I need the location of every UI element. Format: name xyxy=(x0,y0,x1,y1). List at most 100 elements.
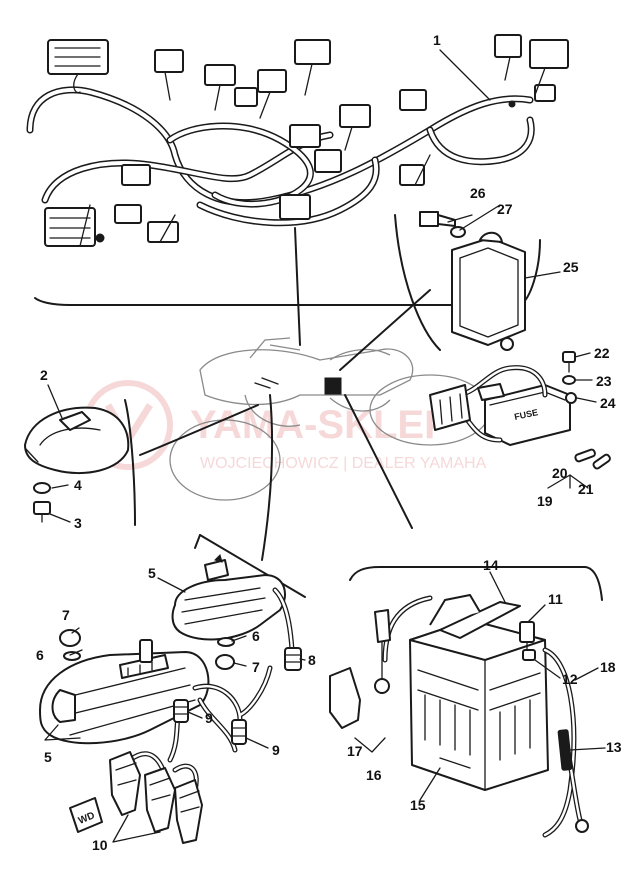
harness-connector xyxy=(289,124,321,148)
fuse-20a xyxy=(574,448,596,463)
plug-cap-9-left xyxy=(173,699,189,723)
callout-22: 22 xyxy=(594,345,610,361)
harness-connector xyxy=(154,49,184,73)
plug-cap-9-right xyxy=(231,719,247,745)
fuse-box-screw xyxy=(562,351,576,373)
coil-nut-7-right xyxy=(215,654,235,670)
fuse-holder-plug xyxy=(477,383,505,401)
rectifier-bolt xyxy=(419,211,456,227)
harness-connector xyxy=(399,89,427,111)
callout-1: 1 xyxy=(433,32,441,48)
callout-24: 24 xyxy=(600,395,616,411)
callout-12: 12 xyxy=(562,671,578,687)
callout-23: 23 xyxy=(596,373,612,389)
harness-connector xyxy=(494,34,522,58)
dealer-watermark: YAMA-SKLEP WOJCIECHOWICZ | DEALER YAMAHA xyxy=(83,380,487,472)
terminal-boot xyxy=(329,667,361,729)
callout-7-left: 7 xyxy=(62,607,70,623)
battery-terminal-bolt xyxy=(519,621,535,643)
callout-17: 17 xyxy=(347,743,363,759)
callout-5-lower: 5 xyxy=(44,749,52,765)
callout-10: 10 xyxy=(92,837,108,853)
fuse-spare xyxy=(592,453,611,470)
ground-terminal xyxy=(575,819,589,833)
horn-bracket xyxy=(124,399,136,526)
harness-connector xyxy=(257,69,287,93)
callout-leaders xyxy=(44,49,606,843)
callout-9-right: 9 xyxy=(272,742,280,758)
harness-terminal xyxy=(95,233,105,243)
location-marker xyxy=(324,377,342,395)
callout-25: 25 xyxy=(563,259,579,275)
ignition-coil-upper xyxy=(171,554,286,641)
callout-18: 18 xyxy=(600,659,616,675)
fuse-box: FUSE xyxy=(484,384,571,446)
battery-group-bracket xyxy=(349,566,603,601)
harness-connector xyxy=(279,194,311,220)
watermark-subtitle: WOJCIECHOWICZ | DEALER YAMAHA xyxy=(200,455,487,472)
harness-connector xyxy=(534,84,556,102)
battery-cover xyxy=(429,594,481,626)
callout-8: 8 xyxy=(308,652,316,668)
harness-connector xyxy=(234,87,258,107)
leader-line xyxy=(261,394,273,561)
callout-21: 21 xyxy=(578,481,594,497)
callout-9-left: 9 xyxy=(205,710,213,726)
horn xyxy=(24,406,130,474)
callout-15: 15 xyxy=(410,797,426,813)
battery-lead-terminal xyxy=(374,609,391,694)
callout-numbers: 1 2 3 4 5 5 6 6 7 7 8 9 9 10 11 12 13 14… xyxy=(36,32,622,853)
horn-bolt xyxy=(33,501,51,523)
fuse-box-washer xyxy=(562,375,576,385)
leader-line xyxy=(294,227,301,346)
watermark-title: YAMA-SKLEP xyxy=(190,403,451,447)
ignition-coil-lower xyxy=(39,651,210,745)
harness-connector xyxy=(147,221,179,243)
harness-connector xyxy=(294,39,331,65)
spark-plug-cap-b xyxy=(144,767,176,833)
coil-washer-6-left xyxy=(63,651,81,661)
callout-7-right: 7 xyxy=(252,659,260,675)
harness-connector-right-top xyxy=(529,39,569,69)
fuse-box-nut xyxy=(565,392,577,404)
callout-5-upper: 5 xyxy=(148,565,156,581)
battery-terminal-nut xyxy=(522,649,536,661)
callout-27: 27 xyxy=(497,201,513,217)
wire-harness xyxy=(26,34,569,247)
callout-13: 13 xyxy=(606,739,622,755)
horn-washer xyxy=(33,482,51,494)
spark-plug-cap-c xyxy=(174,779,203,844)
callout-26: 26 xyxy=(470,185,486,201)
callout-4: 4 xyxy=(74,477,82,493)
fuse-connector xyxy=(429,384,471,431)
motorcycle-outline xyxy=(169,337,491,501)
harness-connector xyxy=(339,104,371,128)
spark-plug-cap-d: WD xyxy=(69,797,103,833)
coil-terminal xyxy=(139,639,153,663)
callout-20: 20 xyxy=(552,465,568,481)
leader-line xyxy=(339,289,431,371)
leader-line xyxy=(344,394,413,529)
harness-connector xyxy=(114,204,142,224)
lead-group-bracket xyxy=(354,737,386,753)
harness-connector xyxy=(121,164,151,186)
ignition-group-bracket-end xyxy=(194,534,201,549)
callout-6-right: 6 xyxy=(252,628,260,644)
harness-connector xyxy=(314,149,342,173)
callout-3: 3 xyxy=(74,515,82,531)
callout-11: 11 xyxy=(548,591,563,607)
leader-line xyxy=(139,404,259,456)
callout-2: 2 xyxy=(40,367,48,383)
coil-washer-6-right xyxy=(217,637,235,647)
callout-19: 19 xyxy=(537,493,553,509)
plug-cap-8 xyxy=(284,647,302,671)
rectifier-regulator xyxy=(451,231,526,351)
callout-14: 14 xyxy=(483,557,499,573)
rectifier-bracket xyxy=(394,214,441,351)
coil-nut-7-left xyxy=(59,629,81,647)
spark-plug-cap-a xyxy=(109,751,141,816)
fuse-group-bracket xyxy=(547,474,589,489)
callout-6-left: 6 xyxy=(36,647,44,663)
